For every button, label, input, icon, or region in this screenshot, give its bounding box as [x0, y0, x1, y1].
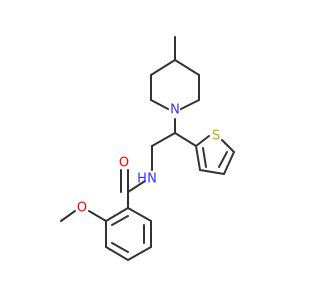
bond	[174, 59, 200, 76]
bond	[151, 132, 176, 147]
piperidine-ring	[150, 36, 200, 110]
bond	[150, 99, 169, 110]
atom-oxygen-methoxy: O	[77, 201, 87, 216]
bond-double	[111, 242, 129, 253]
bond	[105, 246, 129, 261]
bond-double	[202, 147, 207, 168]
thiophene-ring	[195, 135, 235, 175]
atom-nitrogen-piperidine: N	[170, 103, 180, 118]
bond	[223, 151, 235, 175]
methoxy-group	[60, 210, 107, 222]
bond	[105, 207, 129, 222]
structure-diagram: N N H S O O	[60, 36, 235, 261]
bond-double	[111, 215, 129, 226]
bond	[127, 207, 152, 222]
amide-group	[120, 169, 146, 209]
molecule-canvas: N N H S O O	[60, 36, 235, 261]
benzene-ring	[105, 207, 152, 261]
bond	[195, 135, 210, 147]
bond	[127, 246, 152, 261]
bond-double	[218, 151, 228, 168]
bond	[127, 180, 146, 193]
bond	[180, 99, 200, 110]
bond	[88, 210, 107, 222]
atom-nitrogen-amide: N	[147, 172, 157, 187]
atom-hydrogen-amide: H	[137, 172, 147, 187]
bond	[150, 59, 176, 76]
bond	[195, 145, 201, 171]
bond	[221, 139, 235, 153]
atom-sulfur: S	[212, 129, 220, 144]
bond	[199, 169, 225, 175]
atom-oxygen-carbonyl: O	[119, 156, 129, 171]
bond	[174, 132, 197, 147]
bond-methyl	[60, 210, 76, 222]
ethyl-chain	[151, 118, 197, 171]
